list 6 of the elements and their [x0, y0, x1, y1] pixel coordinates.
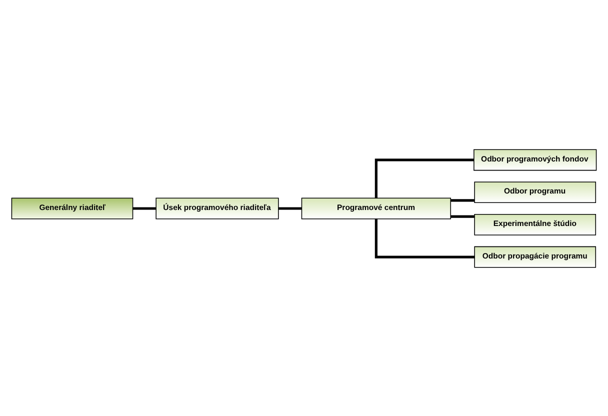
connector	[450, 198, 474, 202]
connector	[278, 206, 302, 210]
connector	[374, 158, 474, 198]
connector	[374, 218, 475, 258]
connector	[450, 214, 474, 218]
connector	[132, 206, 156, 210]
